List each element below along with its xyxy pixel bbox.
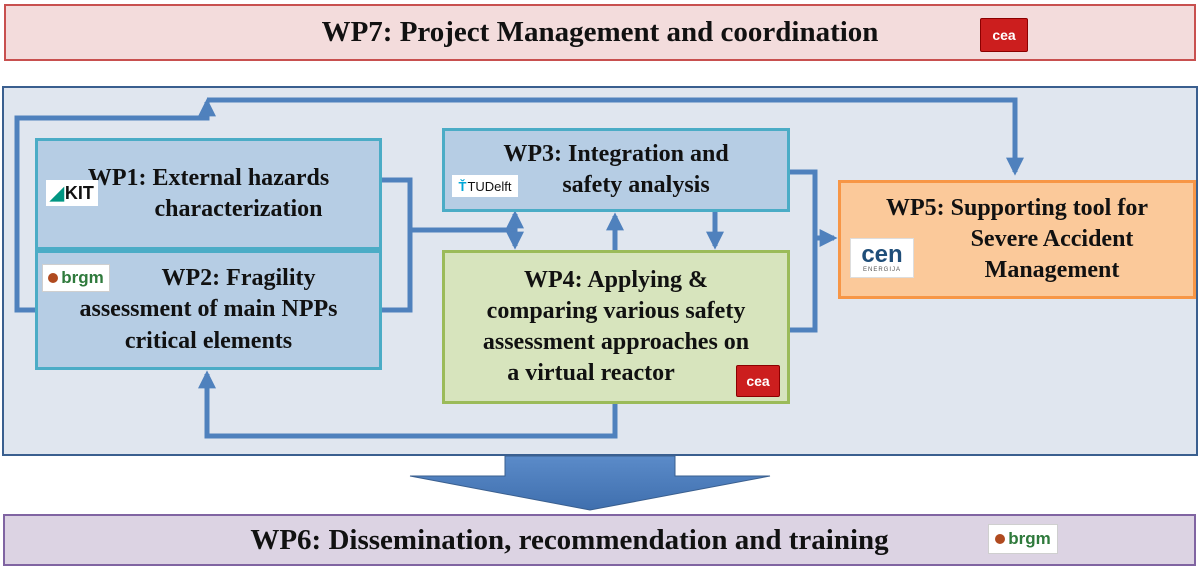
arrow-wp3-wp4-bracket bbox=[790, 169, 818, 333]
wp6-brgm-logo: brgm bbox=[988, 524, 1058, 554]
wp3-tudelft-logo-text: TUDelft bbox=[467, 178, 512, 194]
wp7-cea-logo-text: cea bbox=[992, 27, 1016, 43]
wp5-cen-logo-text: cen bbox=[861, 241, 903, 268]
wp3-line2: safety analysis bbox=[562, 172, 710, 198]
arrow-wp1-wp2-bracket bbox=[382, 177, 413, 313]
wp3-box: WP3: Integration and safety analysis bbox=[442, 128, 790, 212]
arrow-top-to-wp5 bbox=[207, 97, 1024, 176]
wp5-box: WP5: Supporting tool for Severe Accident… bbox=[838, 180, 1196, 299]
wp2-line1: WP2: Fragility bbox=[161, 265, 316, 292]
wp6-label: WP6: Dissemination, recommendation and t… bbox=[250, 523, 889, 556]
wp2-line3: critical elements bbox=[124, 327, 293, 354]
wp1-line1: WP1: External hazards bbox=[87, 164, 330, 191]
wp2-brgm-logo: brgm bbox=[42, 264, 110, 292]
wp4-cea-logo: cea bbox=[736, 365, 780, 397]
wp2-box: WP2: Fragility assessment of main NPPs c… bbox=[35, 250, 382, 370]
arrow-wp2-to-wp1-loop bbox=[14, 98, 216, 313]
wp5-line2: Severe Accident bbox=[970, 225, 1134, 252]
wp6-brgm-logo-text: brgm bbox=[1008, 529, 1051, 548]
wp7-cea-logo: cea bbox=[980, 18, 1028, 52]
wp4-line4: a virtual reactor bbox=[507, 360, 675, 387]
big-arrow-to-wp6 bbox=[409, 455, 771, 511]
wp1-kit-logo: ◢KIT bbox=[46, 180, 98, 206]
arrow-wp4-to-wp2 bbox=[198, 370, 618, 439]
wp4-box: WP4: Applying & comparing various safety… bbox=[442, 250, 790, 404]
wp4-cea-logo-text: cea bbox=[746, 373, 770, 389]
wp5-cen-logo: cen ENERGIJA bbox=[850, 238, 914, 278]
wp3-line1: WP3: Integration and bbox=[503, 140, 729, 167]
wp1-line2: characterization bbox=[154, 196, 323, 222]
wp2-brgm-logo-text: brgm bbox=[61, 268, 104, 287]
wp5-line1: WP5: Supporting tool for bbox=[885, 194, 1148, 221]
wp1-box: WP1: External hazards characterization bbox=[35, 138, 382, 250]
wp5-cen-logo-subtext: ENERGIJA bbox=[862, 267, 901, 273]
wp1-kit-logo-text: KIT bbox=[64, 182, 94, 203]
wp2-line2: assessment of main NPPs bbox=[79, 296, 338, 323]
wp4-line1: WP4: Applying & bbox=[523, 266, 709, 293]
wp4-line2: comparing various safety bbox=[486, 297, 746, 324]
wp5-line3: Management bbox=[984, 257, 1120, 284]
wp7-label: WP7: Project Management and coordination bbox=[321, 16, 879, 48]
wp4-line3: assessment approaches on bbox=[482, 329, 750, 355]
